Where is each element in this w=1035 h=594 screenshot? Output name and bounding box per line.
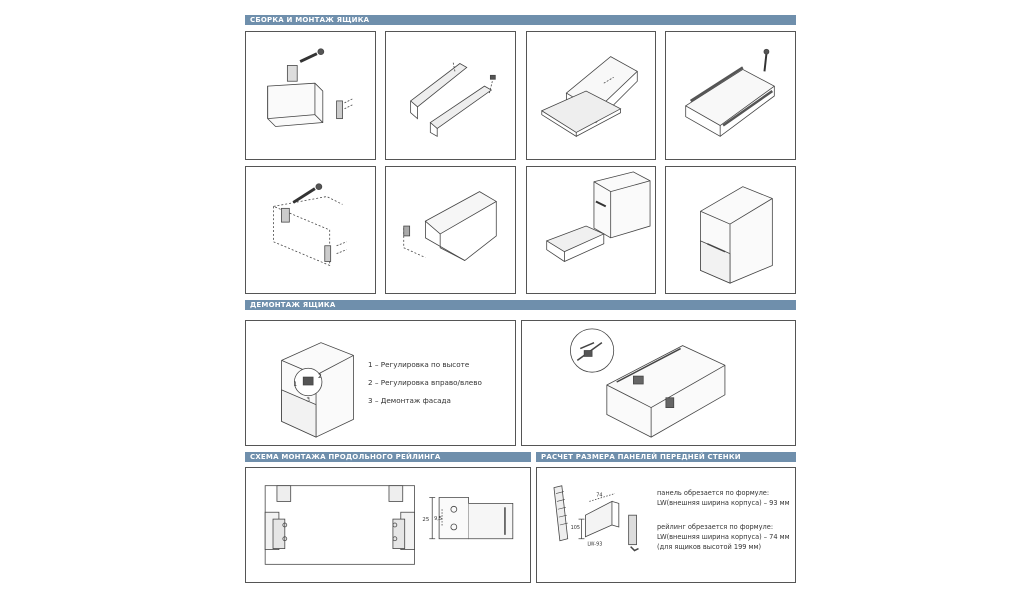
step-2-drawing xyxy=(410,61,496,138)
remove-drawing xyxy=(570,328,726,438)
step-3-panel xyxy=(526,31,656,160)
step-8-drawing xyxy=(700,186,773,284)
section-header-assembly: СБОРКА И МОНТАЖ ЯЩИКА xyxy=(245,15,796,25)
formula-line-2: LW(внешняя ширина корпуса) – 93 мм xyxy=(657,499,790,507)
legend-item-2: 2 – Регулировка вправо/влево xyxy=(368,378,482,387)
step-1-drawing xyxy=(267,48,353,127)
dimension-offset: 9,5 xyxy=(434,516,442,522)
railing-scheme-panel: 25 9,5 xyxy=(245,467,531,583)
calc-drawing: 74 105 LW-93 xyxy=(553,485,639,552)
legend-item-1: 1 – Регулировка по высоте xyxy=(368,360,470,369)
formula-line-5: (для ящиков высотой 199 мм) xyxy=(657,543,762,551)
panel-calc-panel: 74 105 LW-93 панель обрезается по формул… xyxy=(536,467,796,583)
calc-dimension-side: 105 xyxy=(571,525,580,531)
step-7-panel xyxy=(526,166,656,294)
step-4-drawing xyxy=(684,48,776,138)
railing-drawing: 25 9,5 xyxy=(264,485,514,565)
section-header-railing: СХЕМА МОНТАЖА ПРОДОЛЬНОГО РЕЙЛИНГА xyxy=(245,452,531,462)
disassembly-remove-panel xyxy=(521,320,796,446)
disassembly-adjust-panel: 1 2 3 1 – Регулировка по высоте 2 – Регу… xyxy=(245,320,516,446)
legend-item-3: 3 – Демонтаж фасада xyxy=(368,396,451,405)
formula-line-4: LW(внешняя ширина корпуса) – 74 мм xyxy=(657,533,790,541)
step-8-panel xyxy=(665,166,796,294)
callout-number: 3 xyxy=(306,398,310,404)
section-header-disassembly: ДЕМОНТАЖ ЯЩИКА xyxy=(245,300,796,310)
step-5-drawing xyxy=(273,183,347,267)
section-header-calc: РАСЧЕТ РАЗМЕРА ПАНЕЛЕЙ ПЕРЕДНЕЙ СТЕНКИ xyxy=(536,452,796,462)
step-6-panel xyxy=(385,166,516,294)
step-3-drawing xyxy=(540,56,638,138)
adjust-drawing: 1 2 3 xyxy=(281,342,354,438)
step-7-drawing xyxy=(545,171,651,262)
step-1-panel xyxy=(245,31,376,160)
callout-number: 1 xyxy=(293,382,297,388)
step-6-drawing xyxy=(403,191,498,261)
formula-line-3: рейлинг обрезается по формуле: xyxy=(657,523,774,531)
calc-dimension-bottom: LW-93 xyxy=(587,542,602,548)
step-5-panel xyxy=(245,166,376,294)
dimension-height: 25 xyxy=(422,517,429,523)
formula-line-1: панель обрезается по формуле: xyxy=(657,489,770,497)
step-2-panel xyxy=(385,31,516,160)
calc-dimension-top: 74 xyxy=(596,493,602,499)
callout-number: 2 xyxy=(318,374,322,380)
step-4-panel xyxy=(665,31,796,160)
